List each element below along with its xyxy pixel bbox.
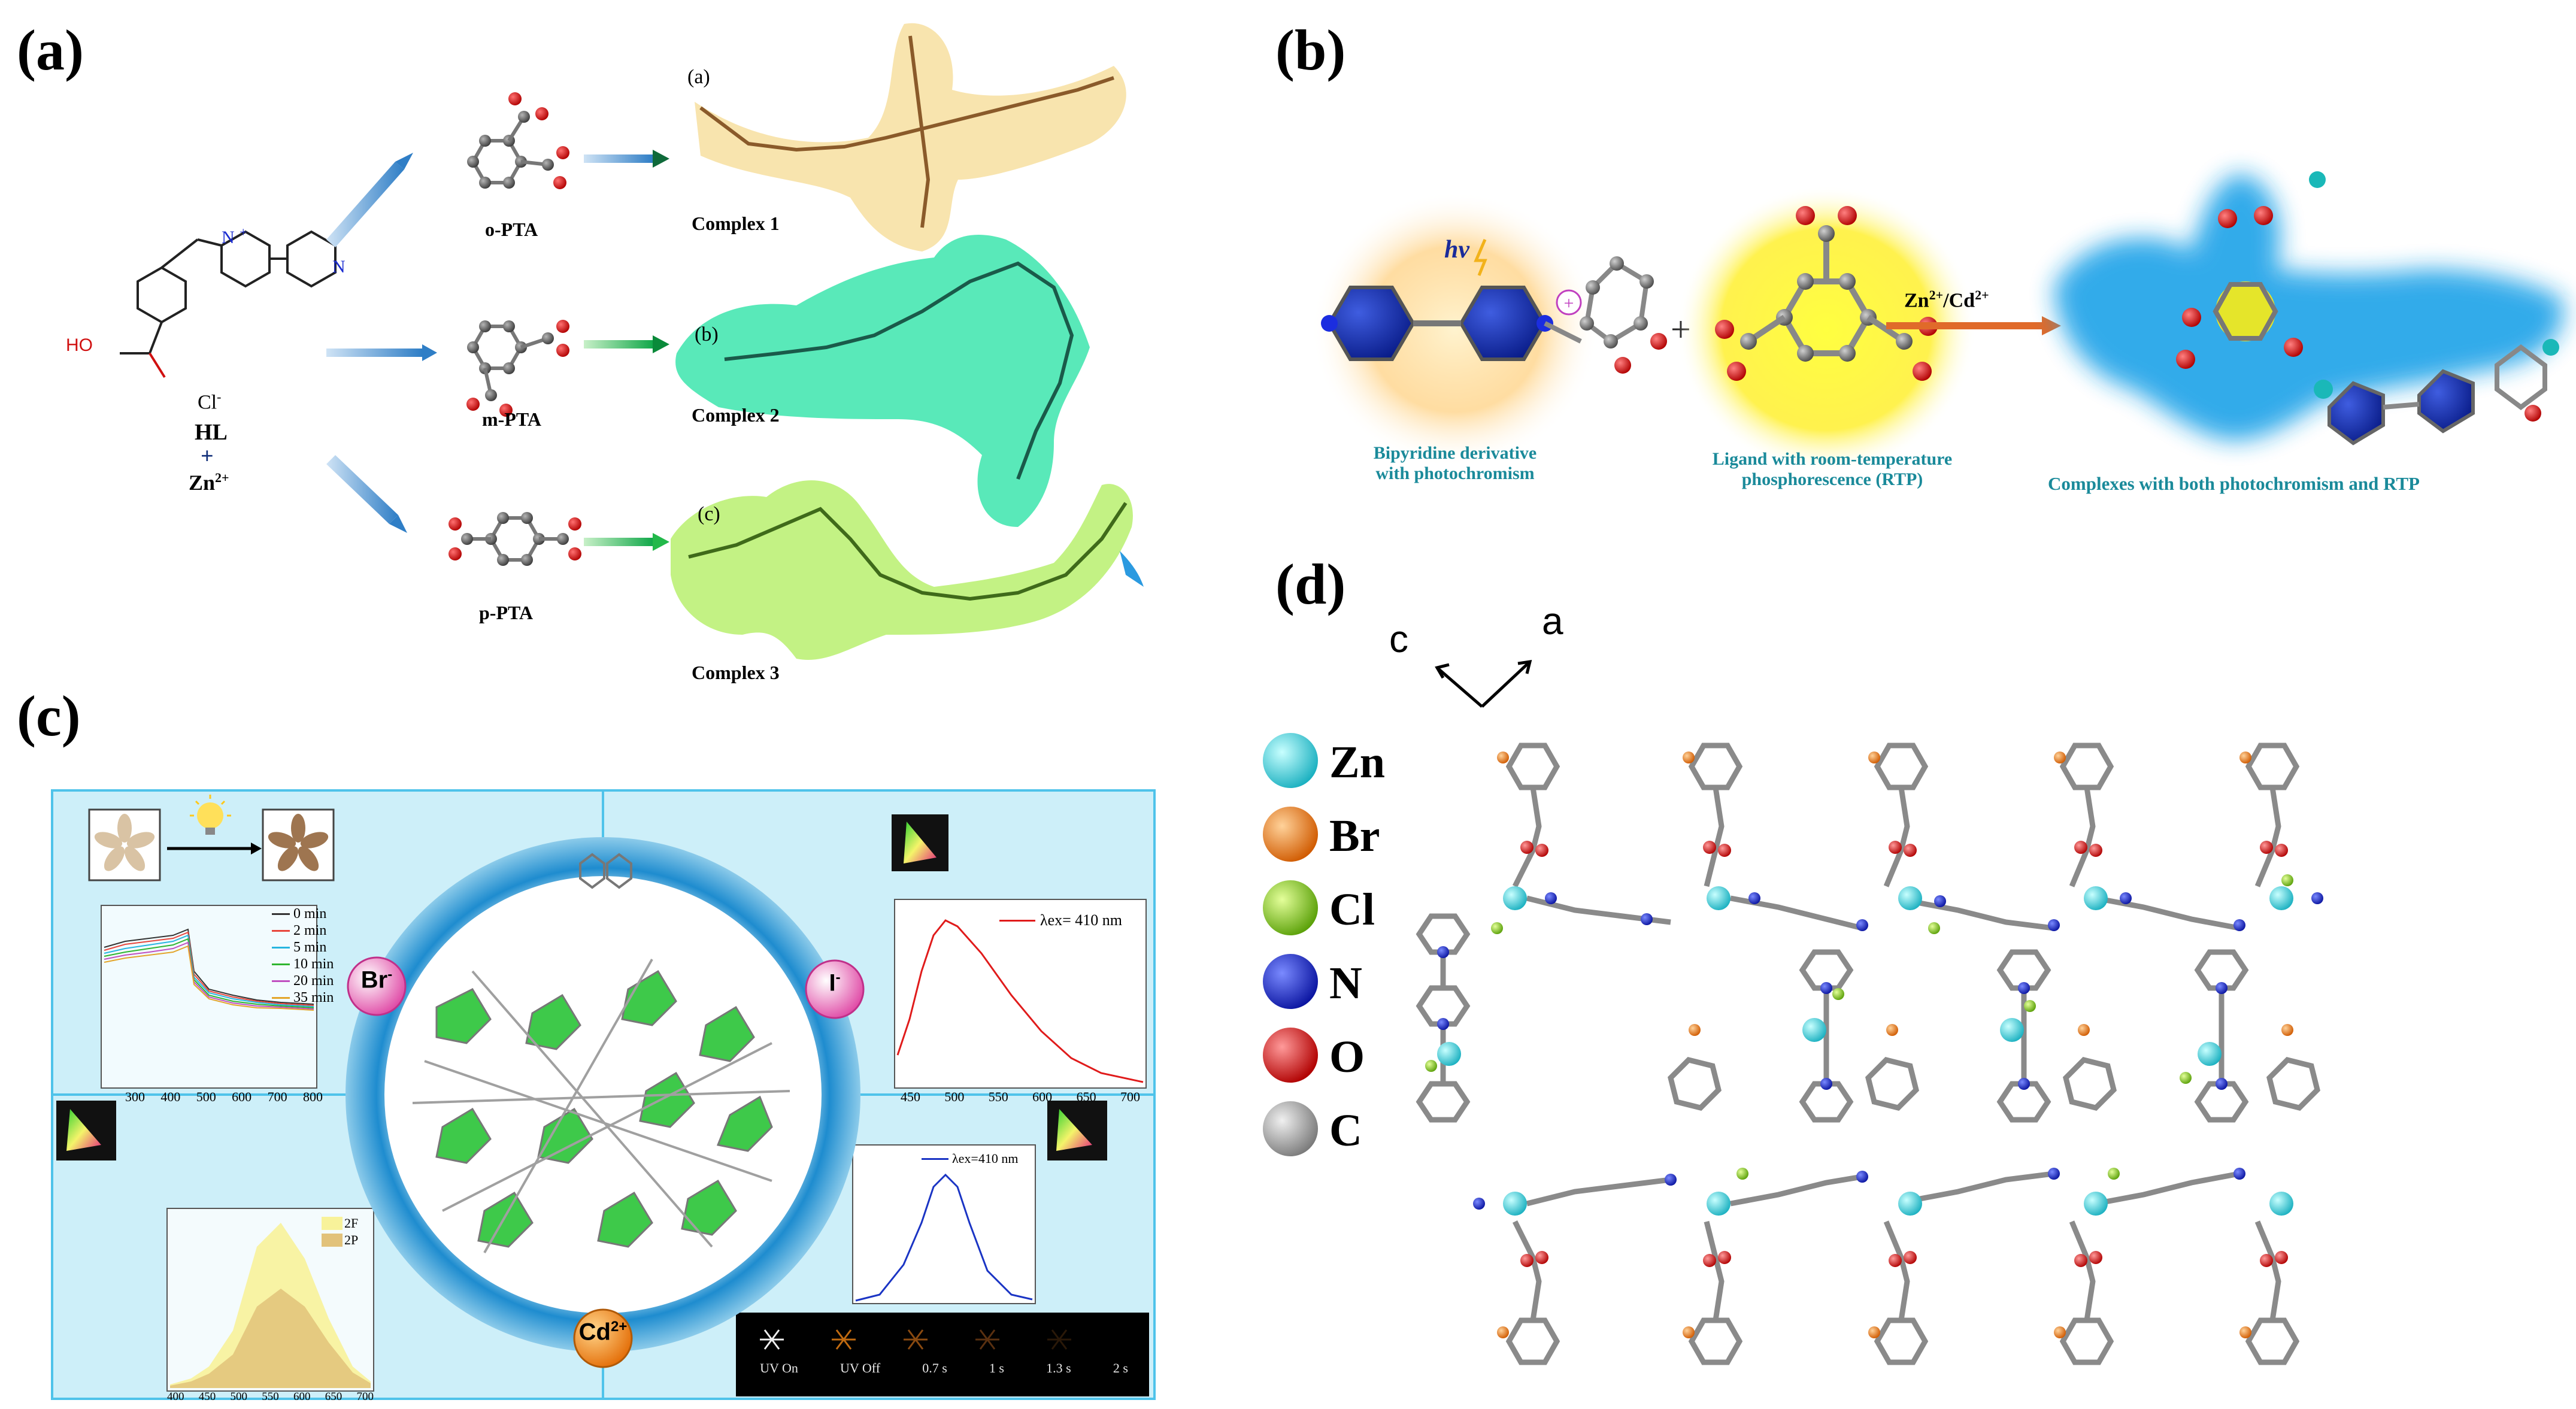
i-ion-ball xyxy=(805,959,865,1019)
legend-n-label: N xyxy=(1329,958,1362,1008)
svg-text:N: N xyxy=(332,257,346,277)
caption-complexes: Complexes with both photochromism and RT… xyxy=(2048,473,2420,494)
complex-2-tag: (b) xyxy=(695,323,719,346)
ring-top-molecule xyxy=(579,853,632,889)
hl-ligand-structure xyxy=(120,230,337,378)
br-ion-ball xyxy=(347,956,407,1016)
legend-cl-label: Cl xyxy=(1329,884,1375,935)
hl-plus-sign: + xyxy=(201,444,214,469)
panel-b: + hv + xyxy=(1305,90,2576,557)
light-bulb-icon xyxy=(190,795,231,835)
hl-cl-label: Cl- xyxy=(198,389,222,414)
bipyridine-molecule xyxy=(1321,256,1667,374)
reaction-arrow-label: Zn2+/Cd2+ xyxy=(1904,287,1989,312)
framework-linkers xyxy=(412,959,790,1253)
complex-1-tag: (a) xyxy=(687,66,710,88)
svg-text:+: + xyxy=(240,225,247,240)
emission-legend-blue: λex=410 nm xyxy=(922,1151,1018,1166)
panel-a-scheme: N + N xyxy=(120,23,1144,660)
legend-cl-sphere xyxy=(1263,880,1318,935)
hl-n-plus: N xyxy=(222,228,235,247)
panel-label-c: (c) xyxy=(17,684,81,748)
acid-label-o: o-PTA xyxy=(485,219,538,240)
rtp-glow xyxy=(1677,186,1976,473)
panel-d-structure xyxy=(1263,659,2323,1365)
legend-zn-sphere xyxy=(1263,733,1318,788)
acid-label-p: p-PTA xyxy=(479,602,534,623)
emission-legend-red: λex= 410 nm xyxy=(999,911,1122,929)
emission-plot-frame-blue xyxy=(852,1144,1036,1304)
rtp-complex-structure xyxy=(2054,171,2564,446)
complex-1-label: Complex 1 xyxy=(692,213,780,234)
curve-2p xyxy=(170,1289,371,1388)
hl-zn-label: Zn2+ xyxy=(189,470,229,495)
complex-3-structure xyxy=(671,480,1144,660)
complex-1-structure xyxy=(695,23,1126,252)
panel-b-scheme: + hv + xyxy=(1311,171,2564,473)
cd-ion-ball xyxy=(573,1308,633,1368)
legend-o-sphere xyxy=(1263,1028,1318,1083)
photochromism-glow xyxy=(1311,192,1599,467)
complex-3-label: Complex 3 xyxy=(692,662,780,683)
cd-ion-label: Cd2+ xyxy=(578,1319,628,1346)
axis-a-label: a xyxy=(1542,599,1563,643)
legend-c-label: C xyxy=(1329,1105,1362,1156)
reaction-arrow xyxy=(1886,322,2042,329)
legend-zn-label: Zn xyxy=(1329,737,1385,787)
uv-afterglow-strip xyxy=(736,1313,1149,1396)
rtp-ligand-molecule xyxy=(1715,206,1938,381)
panel-d: c a Zn Br Cl N O C xyxy=(1216,575,2569,1401)
afterglow-flower-icons xyxy=(760,1329,1071,1350)
framework-structure xyxy=(435,969,773,1248)
legend-br-sphere xyxy=(1263,807,1318,862)
panel-a: N + N xyxy=(0,0,1198,707)
complex-2-label: Complex 2 xyxy=(692,404,780,426)
central-disk xyxy=(384,876,822,1313)
complex-arrows xyxy=(584,150,669,551)
hl-hooh-label: HO xyxy=(66,335,93,355)
crystal-packing xyxy=(1416,743,2323,1365)
uvvis-curves xyxy=(104,928,314,1011)
panel-label-b: (b) xyxy=(1275,18,1346,82)
emission-curve-red xyxy=(896,919,1144,1083)
acid-molecules xyxy=(448,92,581,566)
legend-n-sphere xyxy=(1263,954,1318,1009)
axis-c-label: c xyxy=(1389,617,1408,660)
emission-curve-blue xyxy=(855,1173,1033,1302)
axis-indicator xyxy=(1435,659,1532,708)
legend-c-sphere xyxy=(1263,1101,1318,1156)
panel-label-d: (d) xyxy=(1275,552,1346,616)
acid-label-m: m-PTA xyxy=(482,408,541,430)
bipyridine-charge: + xyxy=(1564,293,1574,313)
complex-2-structure xyxy=(675,234,1090,527)
panel-c-figure xyxy=(53,792,1153,1398)
panel-c: Br- I- Cd2+ 0 min 2 min 5 min 10 min 20 … xyxy=(51,789,1156,1403)
lightning-icon xyxy=(1474,239,1487,276)
complex-3-tag: (c) xyxy=(698,503,720,525)
br-ion-label: Br- xyxy=(360,966,393,993)
ligand-arrows xyxy=(326,153,437,533)
hv-label: hv xyxy=(1444,236,1470,263)
i-ion-label: I- xyxy=(829,969,841,996)
legend-o-label: O xyxy=(1329,1032,1365,1082)
legend-br-label: Br xyxy=(1329,811,1380,861)
panel-label-a: (a) xyxy=(17,18,84,82)
time-legend: 0 min 2 min 5 min 10 min 20 min 35 min xyxy=(272,905,334,1006)
hl-code-label: HL xyxy=(195,420,228,445)
